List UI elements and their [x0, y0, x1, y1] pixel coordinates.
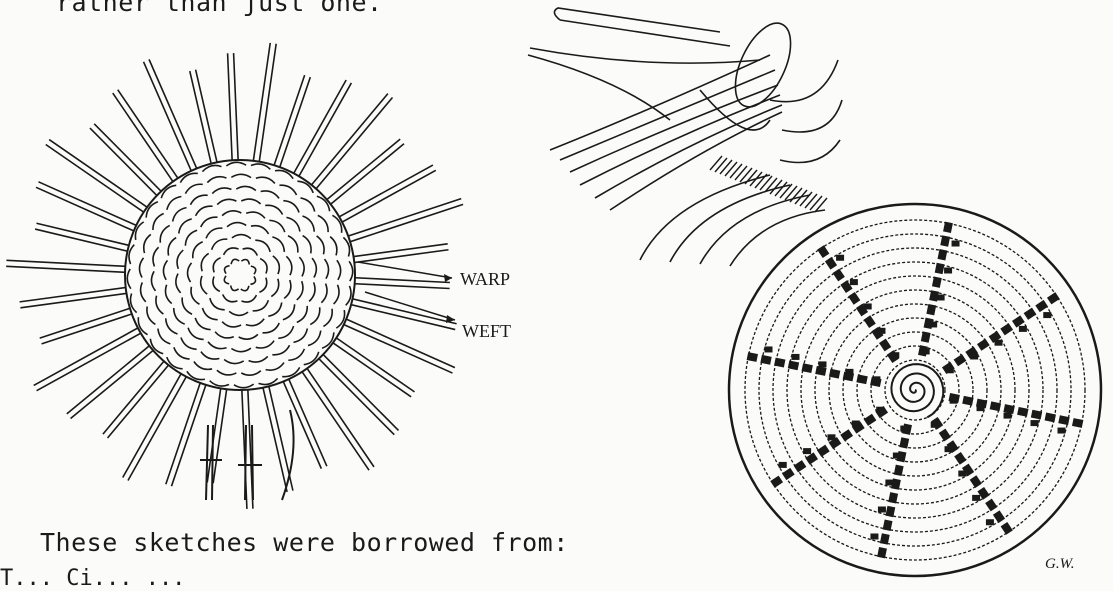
weft-label: WEFT: [462, 321, 511, 341]
cut-off-text: T... Ci... ...: [0, 566, 185, 591]
source-credit-line: These sketches were borrowed from:: [40, 528, 569, 557]
woven-center: [125, 160, 355, 390]
intro-text-fragment: rather than just one.: [56, 0, 383, 17]
artist-signature: G.W.: [1045, 556, 1074, 572]
warp-label: WARP: [460, 269, 510, 289]
wicker-start-sketch: WARP WEFT: [0, 30, 530, 510]
coiled-disc-sketch: G.W.: [725, 198, 1113, 588]
